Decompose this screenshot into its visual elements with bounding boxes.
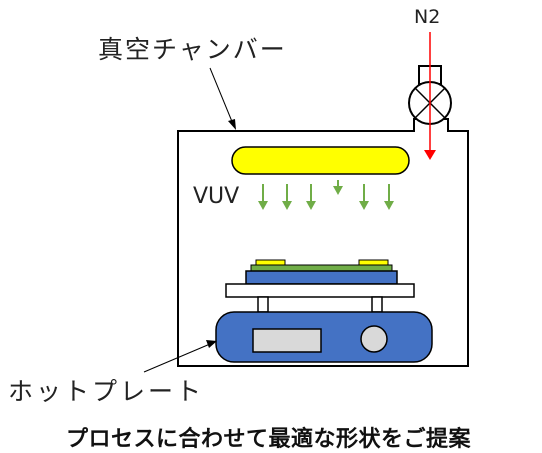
caption: プロセスに合わせて最適な形状をご提案	[66, 427, 472, 452]
chamber-label: 真空チャンバー	[98, 35, 287, 64]
vuv-arrow	[258, 184, 268, 210]
chamber-callout-line	[209, 67, 234, 125]
vuv-arrow	[306, 184, 316, 210]
vuv-arrow	[359, 184, 369, 210]
substrate	[245, 259, 398, 285]
gas-flow-arrow	[424, 32, 436, 160]
vacuum-chamber	[177, 118, 469, 367]
vuv-lamp	[231, 146, 410, 175]
vuv-arrows	[258, 180, 394, 210]
hotplate-callout-line	[143, 343, 211, 373]
hot-plate-display	[252, 328, 322, 353]
vuv-arrow	[282, 184, 292, 210]
vuv-arrow	[333, 180, 343, 195]
vuv-label: VUV	[193, 184, 240, 209]
hotplate-label: ホットプレート	[8, 377, 205, 406]
vuv-arrow	[384, 184, 394, 210]
hot-plate	[215, 311, 433, 363]
gas-label: N2	[414, 6, 441, 28]
hot-plate-knob	[360, 325, 388, 353]
support-stage	[225, 283, 415, 313]
